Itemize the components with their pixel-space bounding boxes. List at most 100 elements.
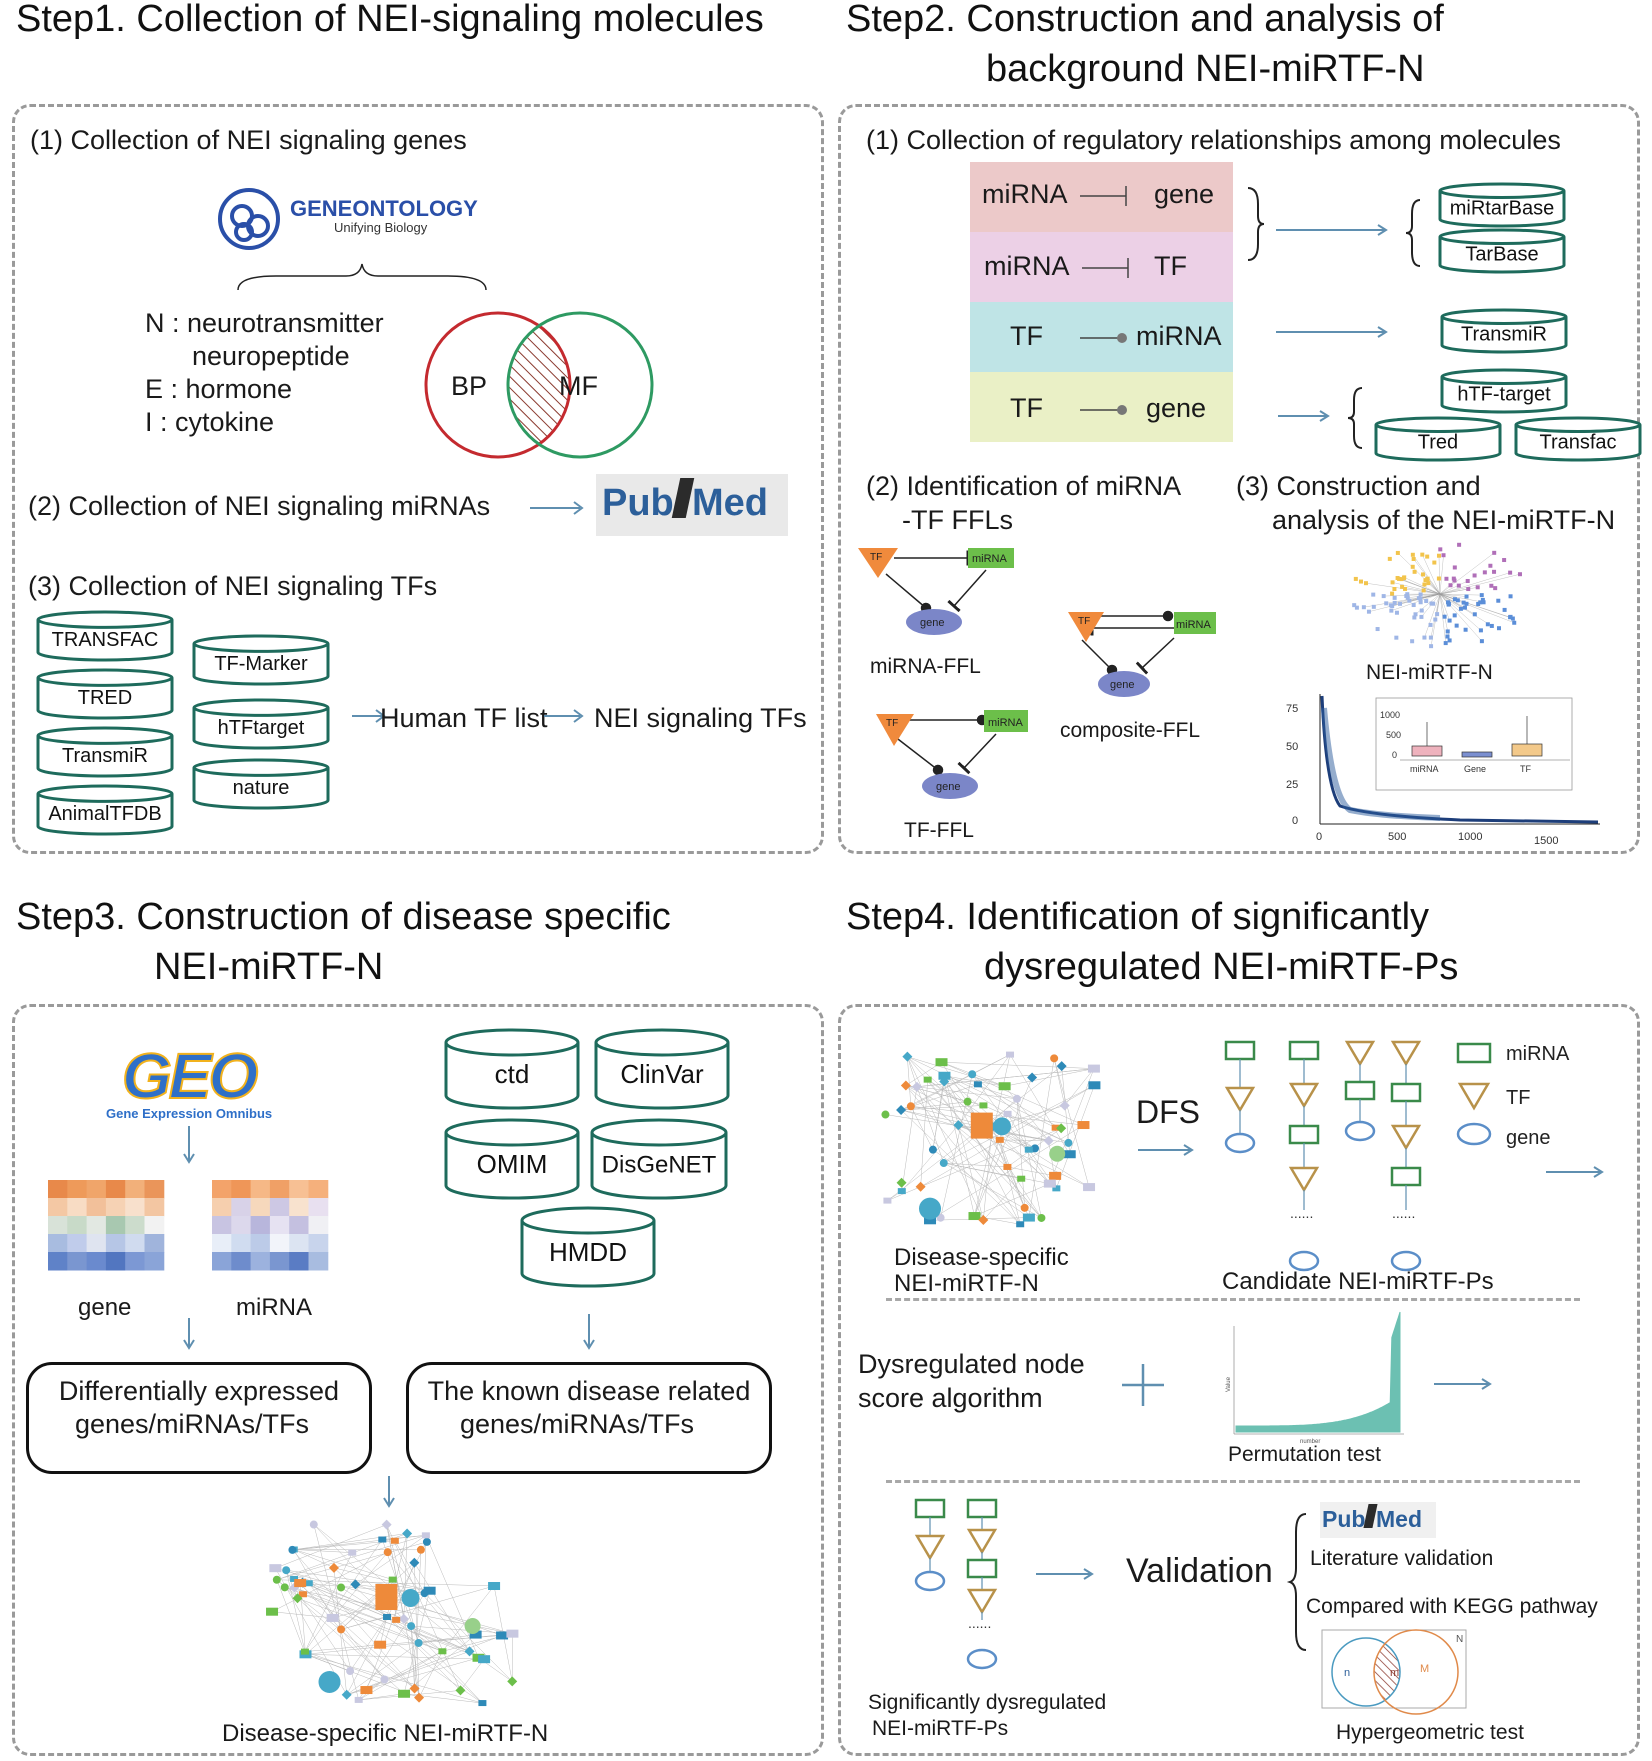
network-node (350, 1579, 361, 1590)
network-edge (358, 1693, 405, 1701)
network-edge (999, 1139, 1021, 1225)
network-node (963, 1097, 972, 1106)
network-node (953, 1120, 964, 1131)
path-tf-node (914, 1534, 946, 1561)
xtick-label: 0 (1316, 831, 1322, 843)
relation-left: miRNA (982, 179, 1068, 209)
network-edge (305, 1654, 483, 1704)
network-edge (410, 1625, 443, 1652)
network-edge (292, 1549, 415, 1689)
network-node (1407, 598, 1412, 603)
network-node (1461, 600, 1466, 605)
network-edge (294, 1541, 427, 1580)
network-edge (907, 1056, 918, 1087)
cylinder-body (36, 793, 174, 836)
step2-section3-title-l2: analysis of the NEI-miRTF-N (1272, 505, 1616, 535)
heatmap-cell (125, 1180, 145, 1199)
heatmap-cell (125, 1216, 145, 1235)
cylinder-top (444, 1028, 580, 1057)
network-node (906, 1102, 915, 1111)
network-node (1006, 1051, 1015, 1058)
network-node (1422, 582, 1427, 587)
heatmap-cell (289, 1234, 309, 1253)
tf-ffl-label: TF-FFL (904, 819, 974, 842)
network-node (1395, 550, 1400, 555)
network-node (978, 1214, 989, 1225)
arrow-down-icon (183, 1318, 195, 1350)
step1-section3-title: (3) Collection of NEI signaling TFs (28, 571, 438, 601)
network-node (1083, 1183, 1096, 1192)
brace-icon (1286, 1513, 1307, 1651)
arrow-down-icon (583, 1314, 595, 1350)
network-edge (276, 1535, 426, 1581)
network-hub-node (993, 1117, 1011, 1136)
database-cylinder: TransmiR (1440, 308, 1568, 354)
network-node (407, 1622, 416, 1631)
ffl-mirna-label: miRNA (1176, 619, 1211, 631)
network-edge (355, 1535, 427, 1585)
heatmap-cell (144, 1216, 165, 1235)
cylinder-top (192, 634, 330, 653)
heatmap-cell (250, 1216, 271, 1235)
network-edge (1368, 593, 1441, 612)
heatmap-cell (250, 1252, 271, 1271)
network-edge (941, 1061, 1094, 1069)
network-node (378, 1536, 387, 1543)
network-edge (943, 1085, 1095, 1164)
database-label: DisGeNET (602, 1151, 717, 1178)
database-cylinder: hTF-target (1440, 368, 1568, 414)
separator (886, 1298, 1580, 1301)
network-node (1429, 601, 1434, 606)
network-edge (1016, 1098, 1042, 1219)
venn-bp-label: BP (451, 371, 488, 401)
network-node (1401, 576, 1406, 581)
composite-ffl-motif: TF miRNA gene (1068, 610, 1216, 697)
network-edge (271, 1551, 388, 1612)
pubmed-med-text: Med (1376, 1506, 1422, 1532)
heatmap-cell (105, 1234, 126, 1253)
disease-network-graph-small (881, 1051, 1101, 1228)
network-node (1426, 581, 1431, 586)
cylinder-top (36, 610, 174, 629)
network-edge (974, 1183, 1050, 1217)
heatmap-cell (308, 1198, 329, 1217)
network-node (438, 1648, 447, 1655)
network-node (1363, 581, 1368, 586)
heatmap-cell (144, 1180, 165, 1199)
heatmap-cell (231, 1198, 252, 1217)
ffl-gene-label: gene (936, 781, 960, 793)
database-cylinder: ClinVar (594, 1028, 730, 1110)
heatmap-cell (289, 1198, 309, 1217)
database-label: nature (233, 777, 290, 799)
brace-icon (237, 263, 487, 291)
network-node (1410, 639, 1415, 644)
network-node (360, 1686, 373, 1695)
database-label: TarBase (1465, 244, 1538, 266)
heatmap-cell (105, 1216, 126, 1235)
network-node (1452, 613, 1457, 618)
network-node (1455, 598, 1460, 603)
network-edge (999, 1139, 1049, 1142)
network-node (1423, 578, 1428, 583)
network-edge (907, 1056, 912, 1107)
cylinder-body (1438, 190, 1566, 228)
network-node (506, 1629, 519, 1638)
network-node (1472, 573, 1477, 578)
network-node (298, 1591, 307, 1598)
ffl-gene-label: gene (920, 617, 944, 629)
network-node (923, 1076, 932, 1083)
network-edge (313, 1524, 483, 1704)
network-node (1444, 576, 1449, 581)
heatmap-cell (212, 1252, 232, 1271)
box-right-line2: genes/miRNAs/TFs (459, 1409, 695, 1439)
network-node (392, 1616, 401, 1623)
network-node (1496, 598, 1501, 603)
heatmap-cell (269, 1198, 290, 1217)
background-network-graph (1352, 542, 1522, 649)
network-node (1478, 628, 1483, 633)
network-hub-node (1049, 1145, 1066, 1162)
network-edge (387, 1552, 470, 1652)
known-disease-related-box: The known disease related genes/miRNAs/T… (406, 1362, 772, 1474)
mirna-ffl-label: miRNA-FFL (870, 655, 981, 678)
database-cylinder: OMIM (444, 1118, 580, 1200)
